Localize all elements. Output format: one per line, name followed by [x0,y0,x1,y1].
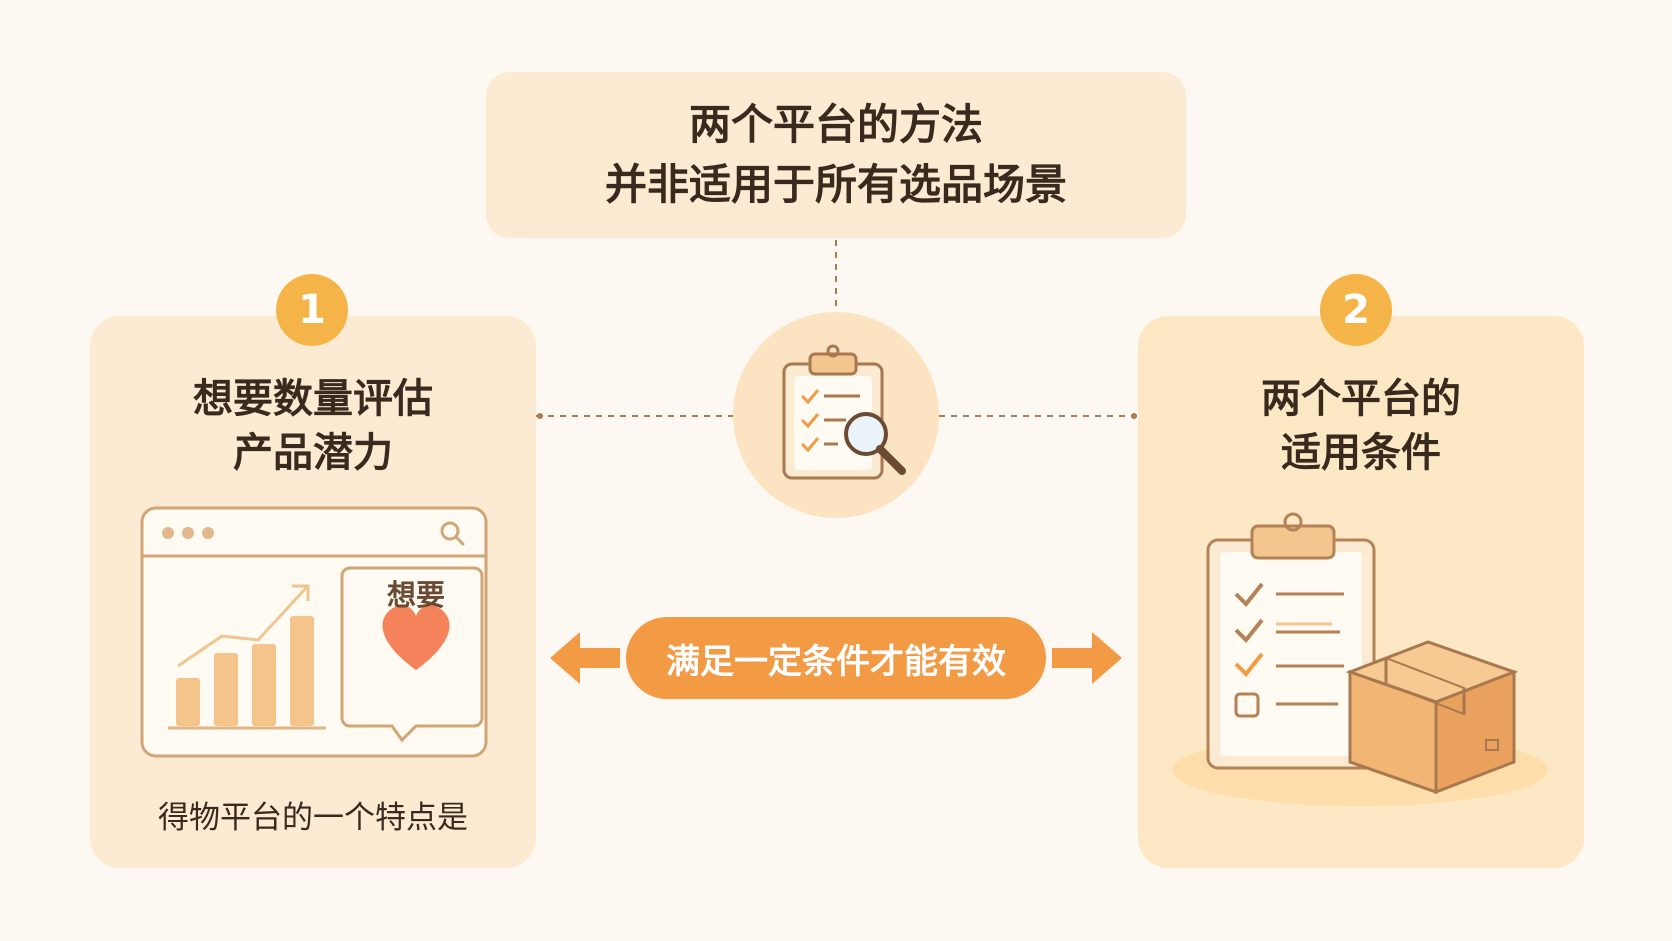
browser-window-illustration [140,506,488,758]
check-icon [1234,618,1264,643]
right-card-title-line-1: 两个平台的 [1261,376,1461,422]
clipboard-box-illustration [1172,512,1548,806]
clipboard-search-icon [782,344,906,480]
search-icon [440,521,465,546]
right-card-title: 两个平台的 适用条件 [1138,372,1584,480]
banner-line-2: 并非适用于所有选品场景 [604,160,1067,209]
window-dot-icon [182,527,194,539]
window-dot-icon [202,527,214,539]
heart-icon [382,605,450,670]
arrow-left-icon [550,632,620,684]
condition-pill: 满足一定条件才能有效 [626,617,1046,699]
bar-chart-icon [168,584,326,730]
left-card-title-line-1: 想要数量评估 [193,376,433,422]
check-icon [1234,582,1264,607]
right-card-title-line-2: 适用条件 [1281,430,1441,476]
step-badge-2: 2 [1320,274,1392,346]
clipboard-icon [1206,512,1376,770]
speech-bubble [340,566,484,743]
speech-bubble-label: 想要 [386,578,445,612]
window-dot-icon [162,527,174,539]
step-badge-1: 1 [276,274,348,346]
checkbox-icon [1234,692,1260,718]
top-banner: 两个平台的方法 并非适用于所有选品场景 [486,72,1186,238]
check-icon [1234,652,1264,677]
magnifier-icon [844,412,906,475]
left-card-title: 想要数量评估 产品潜力 [90,372,536,480]
banner-line-1: 两个平台的方法 [688,100,983,149]
package-box-icon [1345,640,1519,795]
left-card-caption: 得物平台的一个特点是 [158,800,468,836]
left-card-title-line-2: 产品潜力 [233,430,393,476]
arrow-right-icon [1052,632,1122,684]
